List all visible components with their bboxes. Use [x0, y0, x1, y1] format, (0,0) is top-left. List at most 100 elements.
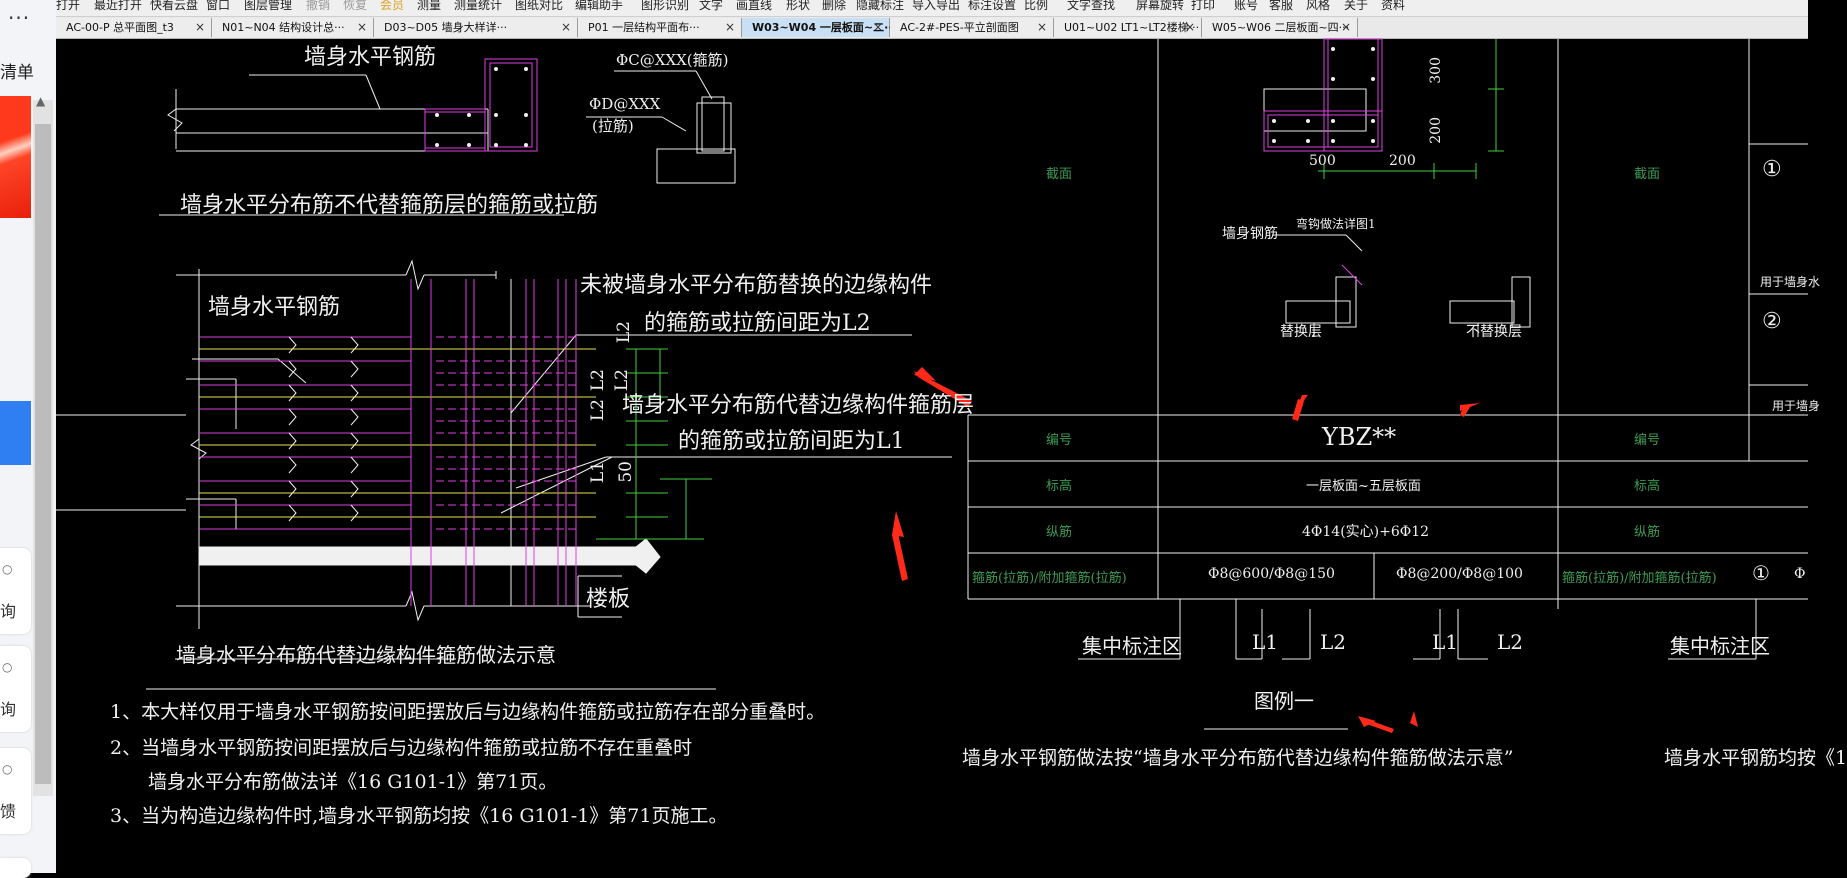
- far-row-label-stirrup: 箍筋(拉筋)/附加箍筋(拉筋): [1562, 571, 1717, 586]
- close-icon[interactable]: ×: [194, 20, 205, 34]
- dim-300: 300: [1428, 57, 1444, 84]
- close-icon[interactable]: ×: [1184, 20, 1195, 34]
- menu-item[interactable]: 画直线: [736, 0, 773, 12]
- menu-item[interactable]: 编辑助手: [575, 0, 624, 12]
- drawing-tab[interactable]: AC-2#-PES-平立剖面图×: [890, 18, 1054, 37]
- dim-500: 500: [1309, 153, 1336, 169]
- menu-item[interactable]: 测量统计: [454, 0, 503, 12]
- menu-item[interactable]: 屏幕旋转: [1136, 0, 1185, 12]
- menu-item[interactable]: 客服: [1269, 0, 1294, 12]
- menu-item[interactable]: 窗口: [206, 0, 231, 12]
- sidebar-card-feedback[interactable]: ○馈: [0, 748, 31, 834]
- drawing-tab[interactable]: P01 一层结构平面布··· ×: [578, 18, 742, 37]
- promo-banner[interactable]: [0, 96, 31, 218]
- cad-canvas[interactable]: 墙身水平钢筋 ΦC@XXX(箍筋) ΦD@XXX (拉筋) 墙身水平分布筋不代替…: [56, 38, 1847, 873]
- label-l1-b: L1: [1432, 630, 1459, 654]
- menu-item[interactable]: 会员: [380, 0, 405, 12]
- menu-item[interactable]: 关于: [1344, 0, 1369, 12]
- menu-bar: 打开 最近打开快看云盘窗口 图层管理 撤销恢复会员测量测量统计图纸对比编辑助手 图形识别…: [56, 0, 1808, 17]
- close-icon[interactable]: ×: [356, 20, 367, 34]
- row-label-elev: 标高: [1046, 479, 1073, 494]
- dim-50: 50: [616, 461, 636, 483]
- menu-item[interactable]: 隐藏标注: [856, 0, 905, 12]
- value-stirrup-b: Φ8@200/Φ8@100: [1396, 566, 1523, 582]
- menu-item[interactable]: 标注设置: [968, 0, 1017, 12]
- far-row-label-section: 截面: [1634, 167, 1661, 182]
- far-concentrated: 集中标注区: [1670, 634, 1770, 658]
- menu-item[interactable]: 文字查找: [1067, 0, 1116, 12]
- label-concentrated: 集中标注区: [1082, 634, 1182, 658]
- more-icon[interactable]: ···: [8, 6, 31, 30]
- label-slab: 楼板: [586, 587, 631, 612]
- far-row-label-long: 纵筋: [1634, 525, 1661, 540]
- dim-200-v: 200: [1428, 117, 1444, 144]
- menu-item[interactable]: 测量: [417, 0, 442, 12]
- sidebar-card-partial[interactable]: [0, 858, 31, 878]
- menu-item[interactable]: 快看云盘: [150, 0, 199, 12]
- label-replace-layer: 替换层: [1280, 324, 1322, 340]
- sidebar-card-query-1[interactable]: ○询: [0, 548, 31, 634]
- menu-item[interactable]: 最近打开: [94, 0, 143, 12]
- drawing-tab[interactable]: N01~N04 结构设计总···×: [212, 18, 374, 37]
- close-icon[interactable]: ×: [560, 20, 571, 34]
- sidebar-card-query-2[interactable]: ○询: [0, 646, 31, 732]
- menu-item[interactable]: 撤销: [306, 0, 331, 12]
- far-circle-3: ①: [1752, 561, 1770, 585]
- far-caption: 墙身水平钢筋均按《1: [1664, 747, 1847, 769]
- dim-l2-b: L2: [588, 369, 608, 392]
- sidebar-active-item[interactable]: [0, 401, 31, 465]
- card-icon: ○: [2, 562, 13, 576]
- value-elev: 一层板面~五层板面: [1306, 479, 1421, 494]
- menu-item[interactable]: 删除: [822, 0, 847, 12]
- sidebar-scrollbar[interactable]: ▲: [33, 94, 53, 796]
- sidebar-list-label[interactable]: 清单: [0, 63, 34, 83]
- menu-item[interactable]: 比例: [1024, 0, 1049, 12]
- close-icon[interactable]: ×: [1036, 20, 1047, 34]
- scrollbar-thumb[interactable]: [35, 124, 51, 784]
- menu-item[interactable]: 账号: [1234, 0, 1259, 12]
- drawing-tab[interactable]: D03~D05 墙身大样详··· ×: [374, 18, 578, 37]
- dim-l1: L1: [588, 461, 608, 484]
- drawing-tab[interactable]: AC-00-P 总平面图_t3×: [56, 18, 212, 37]
- label-hook: 弯钩做法详图1: [1296, 217, 1376, 231]
- menu-item[interactable]: 资料: [1381, 0, 1406, 12]
- dim-l2-a: L2: [614, 321, 634, 344]
- menu-item[interactable]: 文字: [699, 0, 724, 12]
- label-wall-h-rebar: 墙身水平钢筋: [208, 295, 341, 320]
- menu-item[interactable]: 风格: [1306, 0, 1331, 12]
- far-circle-2: ②: [1762, 309, 1782, 334]
- scroll-up-icon[interactable]: ▲: [36, 94, 46, 108]
- close-icon[interactable]: ×: [724, 20, 735, 34]
- close-icon[interactable]: ×: [872, 20, 883, 34]
- note-l1-line2: 的箍筋或拉筋间距为L1: [678, 429, 905, 454]
- menu-item[interactable]: 图形识别: [641, 0, 690, 12]
- tab-label: U01~U02 LT1~LT2楼梯···: [1064, 21, 1200, 34]
- row-label-long: 纵筋: [1046, 525, 1073, 540]
- drawing-tab[interactable]: W05~W06 二层板面~四···×: [1202, 18, 1358, 37]
- far-row-label-elev: 标高: [1634, 479, 1661, 494]
- menu-item[interactable]: 恢复: [343, 0, 368, 12]
- caption-replace: 墙身水平分布筋代替边缘构件箍筋做法示意: [176, 643, 556, 667]
- drawing-tab[interactable]: W03~W04 一层板面~二···×: [742, 18, 897, 37]
- tab-label: P01 一层结构平面布···: [588, 21, 700, 34]
- close-icon[interactable]: ×: [1340, 20, 1351, 34]
- menu-item[interactable]: 打开: [56, 0, 81, 12]
- note-2a: 2、当墙身水平钢筋按间距摆放后与边缘构件箍筋或拉筋不存在重叠时: [110, 737, 693, 759]
- menu-item[interactable]: 形状: [786, 0, 811, 12]
- far-text-2: 用于墙身: [1772, 399, 1821, 413]
- menu-item[interactable]: 打印: [1191, 0, 1216, 12]
- note-1: 1、本大样仅用于墙身水平钢筋按间距摆放后与边缘构件箍筋或拉筋存在部分重叠时。: [110, 701, 826, 723]
- label-l2-b: L2: [1497, 630, 1524, 654]
- label-l1-a: L1: [1252, 630, 1279, 654]
- note-2b: 墙身水平分布筋做法详《16 G101-1》第71页。: [148, 771, 558, 793]
- label-l2-a: L2: [1320, 630, 1347, 654]
- label-stirrup-c: ΦC@XXX(箍筋): [616, 51, 729, 69]
- row-label-id: 编号: [1046, 433, 1073, 448]
- menu-item[interactable]: 图纸对比: [515, 0, 564, 12]
- tab-label: D03~D05 墙身大样详···: [384, 21, 508, 34]
- menu-item[interactable]: 导入导出: [912, 0, 961, 12]
- cad-drawing-lines: [56, 38, 1808, 733]
- drawing-tab-bar: AC-00-P 总平面图_t3×N01~N04 结构设计总···×D03~D05…: [56, 17, 1808, 39]
- menu-item[interactable]: 图层管理: [244, 0, 293, 12]
- drawing-tab[interactable]: U01~U02 LT1~LT2楼梯···×: [1054, 18, 1202, 37]
